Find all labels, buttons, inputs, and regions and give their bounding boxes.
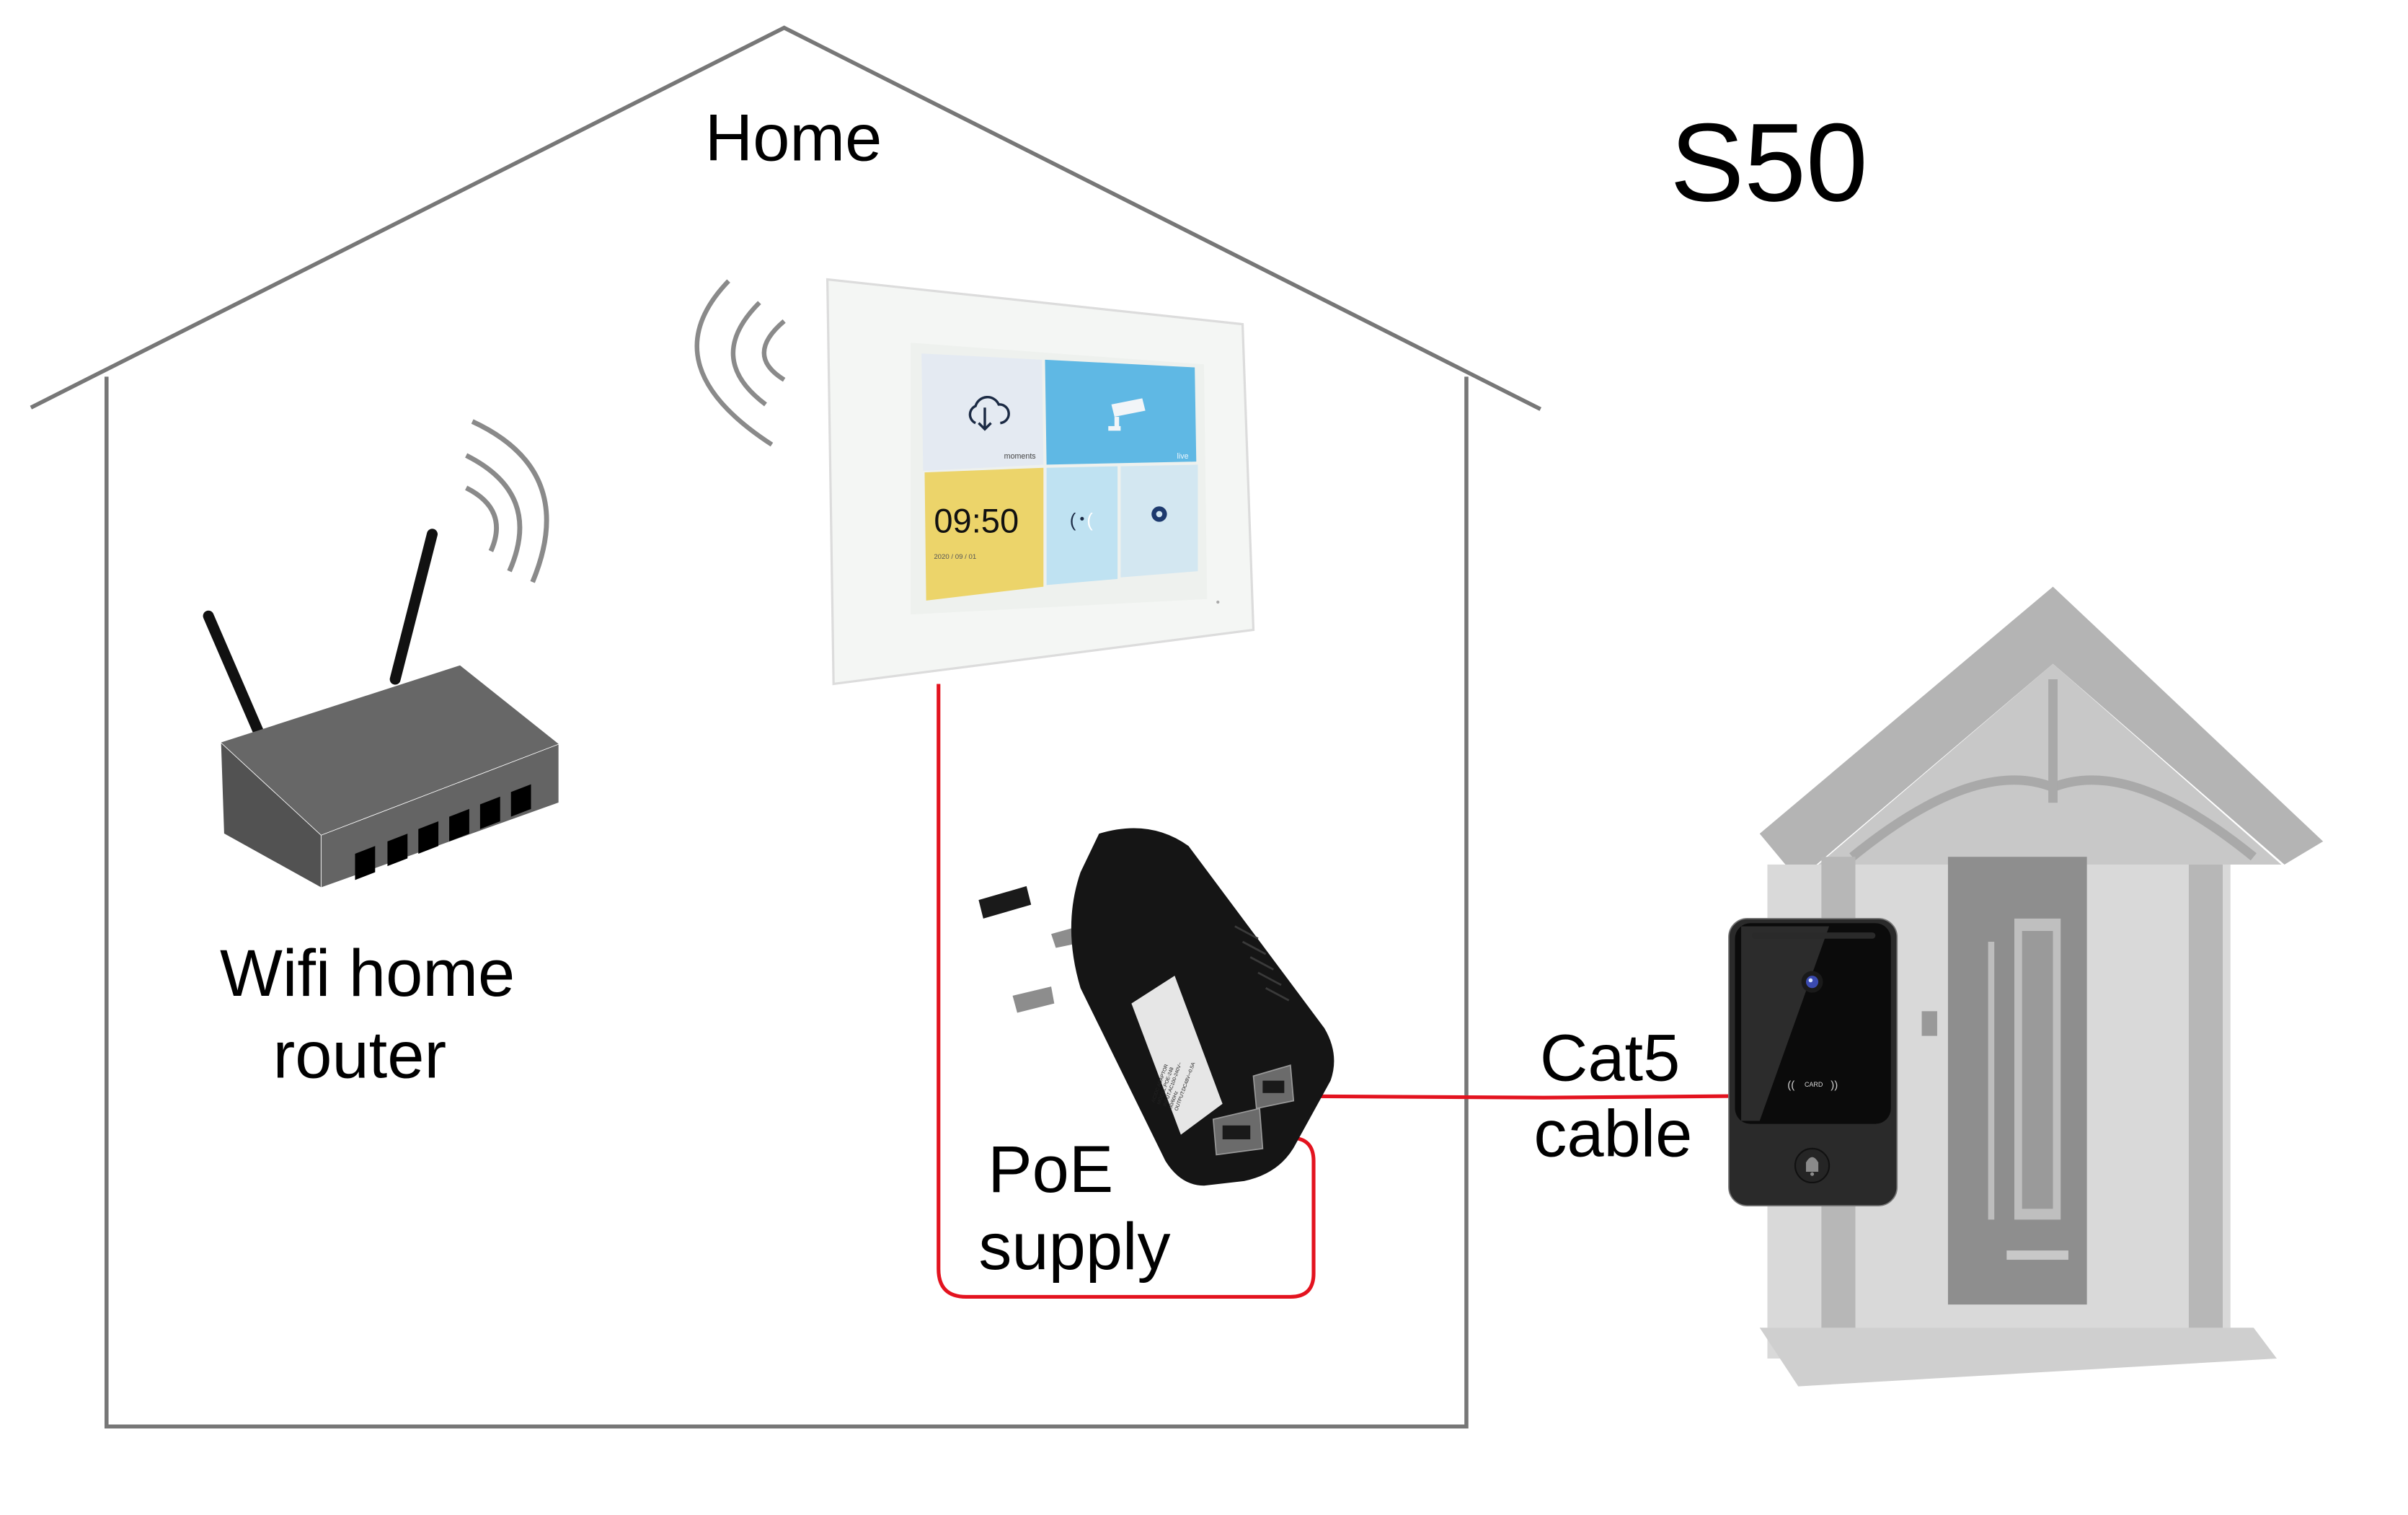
router-port (355, 846, 376, 880)
house-walls-line (104, 376, 1469, 1429)
plug-pin-earth (978, 885, 1032, 919)
router-port (479, 796, 500, 829)
router-antenna-right (389, 529, 438, 685)
door-glass-inner (2022, 930, 2053, 1209)
cable-monitor-to-poe (937, 684, 1316, 1299)
poe-adapter: AC/DC ADAPTOR MODEL:POE-248 INPUT:AC100-… (978, 828, 1334, 1186)
wall-light-switch (1921, 1011, 1937, 1036)
tile-moments-label: moments (1004, 452, 1036, 461)
ethernet-port-icon (1222, 1125, 1251, 1140)
house-roof-line (30, 25, 1541, 411)
rfid-wave-left-icon: (( (1787, 1079, 1794, 1091)
video-doorbell: (( CARD )) (1728, 918, 1898, 1206)
porch-illustration (1759, 586, 2324, 1387)
router-antenna-left (203, 610, 268, 747)
router-front-face (320, 743, 559, 888)
call-transfer-icon: ( ( (1070, 511, 1094, 531)
porch-floor (1759, 1328, 2277, 1387)
card-reader-label: CARD (1805, 1081, 1823, 1088)
door-letterbox (2006, 1250, 2068, 1260)
poe-label-line1: PoE (988, 1132, 1113, 1206)
router-port (510, 784, 531, 817)
tile-live-label: live (1177, 452, 1189, 461)
cable-label-line1: Cat5 (1540, 1021, 1680, 1095)
call-button[interactable] (1794, 1147, 1831, 1184)
router-label-line1: Wifi home (220, 936, 515, 1010)
cloud-download-icon (968, 396, 1010, 431)
cables (937, 684, 1732, 1299)
monitor-wifi-icon (694, 279, 786, 447)
clock-date: 2020 / 09 / 01 (934, 553, 976, 561)
door-handle (1988, 941, 1995, 1220)
tile-call[interactable] (1046, 466, 1118, 586)
poe-vents (1234, 925, 1290, 1002)
doorbell-top-strip (1752, 932, 1876, 939)
router-label-line2: router (273, 1017, 446, 1092)
router-ports (355, 784, 531, 880)
bell-icon (1805, 1157, 1819, 1172)
clock-time: 09:50 (934, 502, 1019, 540)
svg-text:(: ( (1070, 511, 1076, 531)
ethernet-port-icon (1262, 1080, 1285, 1093)
diagram-title: S50 (1670, 100, 1867, 224)
porch-post-right (2188, 864, 2223, 1359)
security-camera-icon (1108, 398, 1146, 431)
cable-label-line2: cable (1533, 1097, 1692, 1171)
router-port (449, 808, 469, 842)
tile-clock (924, 467, 1044, 601)
settings-gear-icon (1151, 506, 1167, 522)
monitor-indicator-led (1216, 600, 1220, 604)
wifi-router (203, 419, 559, 888)
home-label: Home (705, 101, 882, 175)
indoor-monitor: moments live 09:50 2020 / 09 / 01 ( ( (694, 278, 1255, 686)
router-port (387, 834, 408, 867)
plug-pin-neutral (1012, 986, 1055, 1013)
router-wifi-icon (465, 419, 549, 583)
cable-poe-to-doorbell (1281, 1094, 1732, 1100)
porch-roof (1759, 586, 2324, 880)
card-reader[interactable]: (( CARD )) (1787, 1079, 1838, 1091)
svg-text:(: ( (1086, 511, 1093, 531)
tile-moments[interactable] (921, 353, 1044, 471)
rfid-wave-right-icon: )) (1831, 1079, 1838, 1091)
router-top-face (221, 665, 559, 836)
poe-label-sticker (1131, 976, 1223, 1135)
poe-label-line2: supply (978, 1209, 1170, 1284)
home-house-outline (30, 25, 1541, 1429)
router-port (418, 821, 439, 854)
camera-lens-icon[interactable] (1801, 971, 1823, 993)
